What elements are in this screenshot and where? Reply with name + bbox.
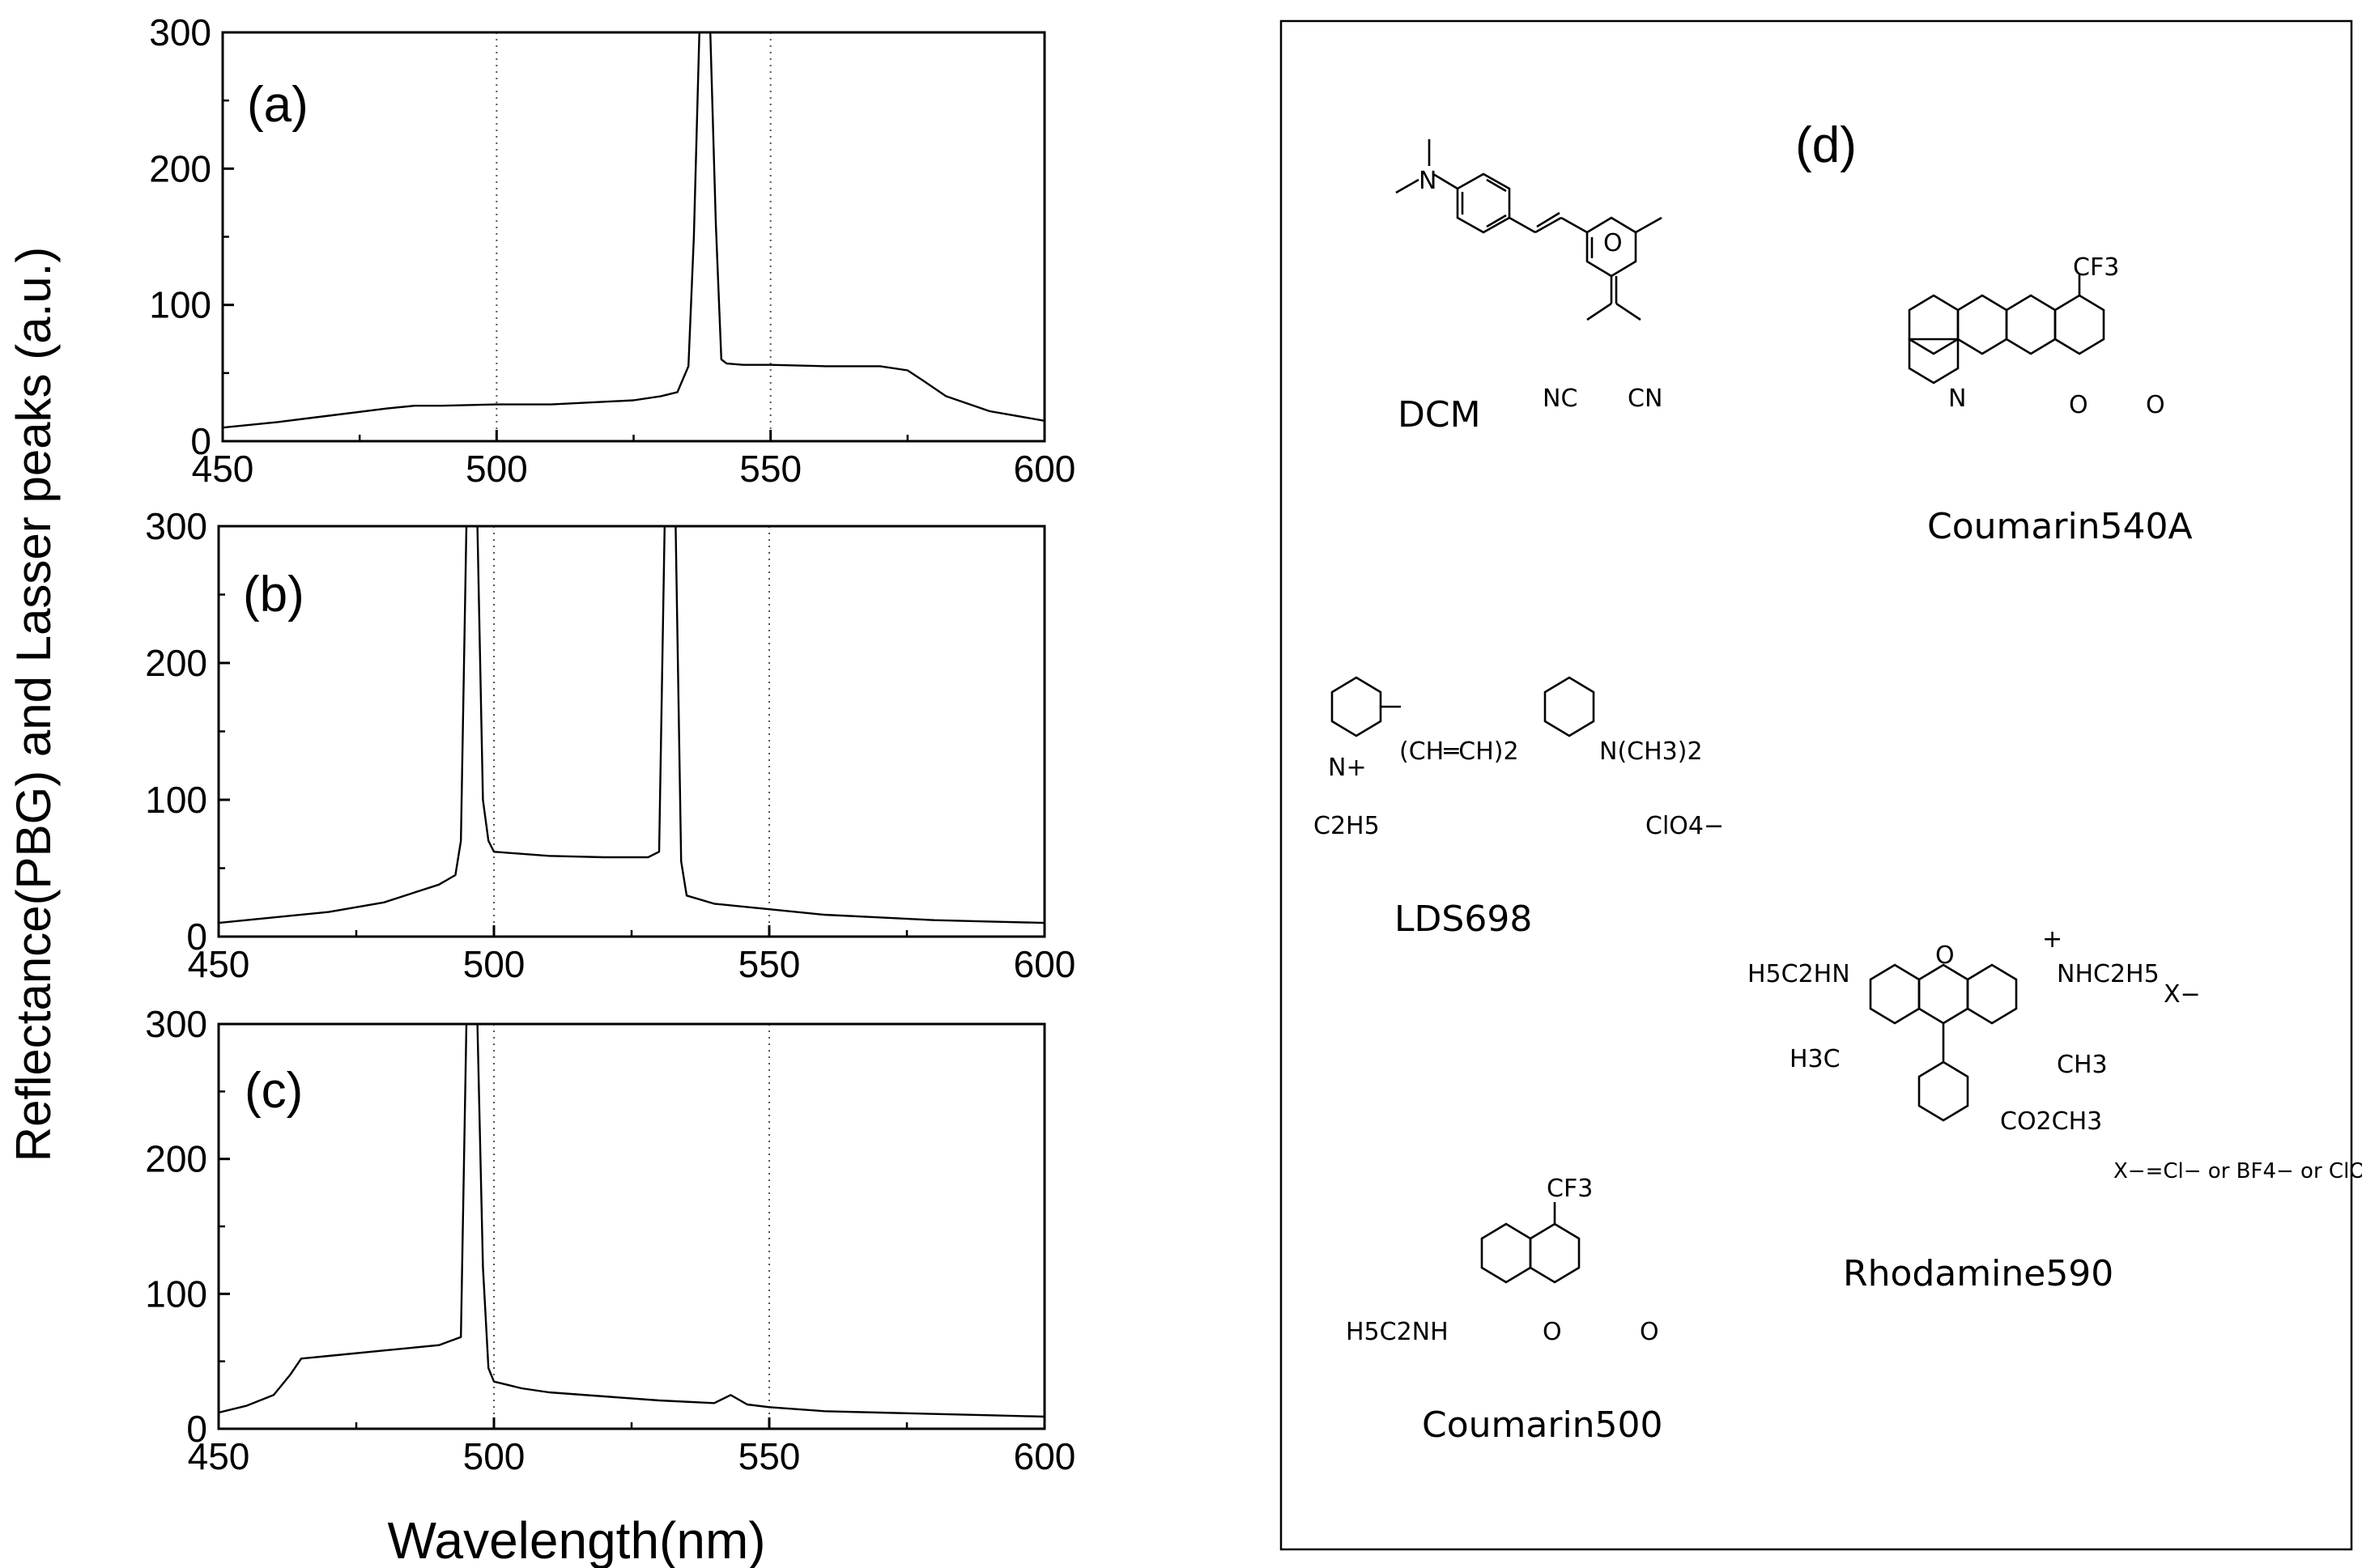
rh590-right-amine: NHC2H5 [2057,960,2160,988]
x-tick-label-b-500: 500 [463,943,526,985]
rh590-note: X−=Cl− or BF4− or ClO4− [2113,1159,2362,1183]
chart-panel-a: 450 500 550 600 0 100 200 300 (a) [149,11,1075,490]
rh590-o: O [1935,941,1955,970]
x-tick-label-c-600: 600 [1014,1435,1076,1477]
c500-o-ring: O [1543,1318,1562,1346]
y-tick-label-b-300: 300 [145,505,207,547]
panel-label-d: (d) [1795,117,1857,173]
c540a-name: Coumarin540A [1927,506,2193,547]
lds698-counter: ClO4− [1645,812,1724,840]
panel-label-b: (b) [243,567,304,623]
c540a-cf3: CF3 [2073,253,2119,282]
molecule-dcm: N O NC CN DCM [1395,139,1662,436]
y-tick-label-c-200: 200 [145,1138,207,1180]
y-tick-label-a-200: 200 [149,147,211,189]
rh590-plus: + [2042,925,2062,954]
structures-panel-d: (d) N O NC CN DCM [1279,19,2362,1551]
molecule-coumarin540a: CF3 N O O Coumarin540A [1908,253,2193,547]
y-tick-label-c-100: 100 [145,1273,207,1315]
lds698-name: LDS698 [1394,899,1532,940]
y-tick-label-b-0: 0 [186,916,207,958]
panel-label-c: (c) [245,1063,303,1119]
x-tick-label-c-450: 450 [188,1435,250,1477]
series-line-c-0 [219,1024,1045,1418]
series-line-b-0 [219,526,1045,924]
rh590-right-me: CH3 [2057,1051,2108,1079]
c500-name: Coumarin500 [1422,1404,1663,1446]
c500-amine: H5C2NH [1346,1318,1449,1346]
rh590-left-me: H3C [1790,1045,1841,1073]
x-axis-title: Wavelength(nm) [387,1511,765,1568]
panel-d-frame [1279,19,2353,1551]
lds698-nplus: N+ [1328,754,1367,782]
x-tick-label-b-600: 600 [1014,943,1076,985]
y-tick-label-c-0: 0 [186,1408,207,1450]
plot-area-a: 450 500 550 600 0 100 200 300 [149,11,1075,490]
y-axis-title: Reflectance(PBG) and Lasser peaks (a.u.) [6,247,61,1162]
x-tick-label-c-500: 500 [463,1435,526,1477]
c500-cf3: CF3 [1547,1175,1593,1203]
molecule-lds698: (CH═CH)2 N(CH3)2 N+ C2H5 ClO4− LDS698 [1313,676,1724,940]
y-tick-label-c-300: 300 [145,1003,207,1045]
dcm-n: N [1419,167,1436,195]
y-tick-label-a-300: 300 [149,11,211,53]
rh590-anion: X− [2164,980,2201,1009]
dcm-name: DCM [1398,394,1481,436]
rh590-ester: CO2CH3 [2000,1107,2102,1136]
rh590-name: Rhodamine590 [1843,1253,2113,1294]
chart-panel-c: 450 500 550 600 0 100 200 300 (c) [145,1003,1075,1477]
x-tick-label-c-550: 550 [738,1435,801,1477]
molecule-rhodamine590: O H5C2HN NHC2H5 + X− H3C CH3 CO2CH3 X−=C… [1747,925,2362,1294]
c500-o-keto: O [1640,1318,1659,1346]
dcm-cn: CN [1628,385,1662,413]
x-tick-label-a-500: 500 [466,448,528,490]
y-tick-label-a-100: 100 [149,284,211,326]
x-tick-label-a-550: 550 [739,448,802,490]
y-tick-label-b-100: 100 [145,779,207,821]
y-tick-label-a-0: 0 [190,420,211,462]
chart-panel-b: 450 500 550 600 0 100 200 300 (b) [145,505,1075,985]
x-tick-label-a-600: 600 [1014,448,1076,490]
rh590-left-amine: H5C2HN [1747,960,1850,988]
lds698-ethyl: C2H5 [1313,812,1380,840]
molecule-coumarin500: CF3 H5C2NH O O Coumarin500 [1346,1175,1663,1446]
x-tick-label-b-550: 550 [738,943,801,985]
c540a-n: N [1948,385,1966,413]
x-tick-label-b-450: 450 [188,943,250,985]
y-tick-label-b-200: 200 [145,642,207,684]
lds698-chain: (CH═CH)2 [1399,737,1519,766]
series-line-a-0 [223,32,1045,429]
axes-frame-b [217,525,1046,938]
plot-area-b: 450 500 550 600 0 100 200 300 [145,505,1075,985]
dcm-o: O [1603,229,1623,257]
lds698-amine: N(CH3)2 [1599,737,1703,766]
panel-label-a: (a) [247,77,309,133]
c540a-o-keto: O [2146,391,2165,419]
x-tick-label-a-450: 450 [192,448,254,490]
plot-area-c: 450 500 550 600 0 100 200 300 [145,1003,1075,1477]
axes-frame-c [217,1022,1046,1430]
dcm-nc: NC [1543,385,1577,413]
c540a-o-ring: O [2069,391,2088,419]
